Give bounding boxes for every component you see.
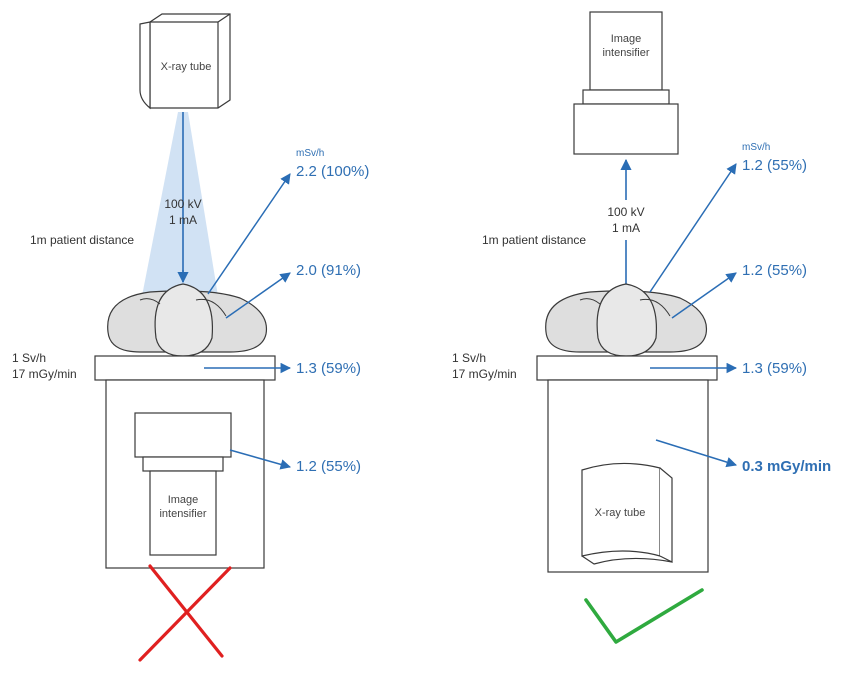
right-dose-sv: 1 Sv/h [452,351,486,365]
right-tube-label: X-ray tube [595,507,646,519]
left-image-intensifier: Image intensifier [134,412,232,556]
left-reading-1: 2.2 (100%) [296,163,369,180]
left-patient-distance-label: 1m patient distance [30,233,134,247]
right-reading-2: 1.2 (55%) [742,262,807,279]
right-xray-tube: X-ray tube [581,462,673,565]
left-dose-sv: 1 Sv/h [12,351,46,365]
left-scatter-arrow-2 [225,272,291,319]
right-intensifier-label-line2: intensifier [602,47,649,59]
right-ma-label: 1 mA [612,221,640,235]
left-dose-mgy: 17 mGy/min [12,367,77,381]
right-scatter-arrow-4 [655,439,738,468]
left-tube-label: X-ray tube [161,61,212,73]
left-kv-label: 100 kV [164,197,201,211]
left-patient [107,283,268,357]
left-scatter-arrow-4 [229,449,292,470]
right-image-intensifier: Image intensifier [573,11,679,155]
right-panel: Image intensifier 100 kV 1 mA 1m patient… [452,11,831,644]
left-intensifier-label-line2: intensifier [159,508,206,520]
left-xray-tube: X-ray tube [139,13,231,110]
right-unit-label: mSv/h [742,142,770,153]
left-scatter-arrow-1 [207,173,291,295]
left-xray-beam [142,112,218,296]
right-scatter-arrow-1 [649,163,737,293]
check-icon [584,588,704,644]
right-patient [545,283,708,357]
right-patient-distance-label: 1m patient distance [482,233,586,247]
left-intensifier-label-line1: Image [168,494,199,506]
right-intensifier-label-line1: Image [611,33,642,45]
right-reading-1: 1.2 (55%) [742,157,807,174]
left-panel: X-ray tube 100 kV 1 mA 1m patient distan… [12,13,369,662]
right-kv-label: 100 kV [607,205,644,219]
right-scatter-arrow-2 [671,272,737,319]
left-unit-label: mSv/h [296,148,324,159]
right-reading-4: 0.3 mGy/min [742,458,831,475]
right-reading-3: 1.3 (59%) [742,360,807,377]
right-dose-mgy: 17 mGy/min [452,367,517,381]
left-reading-3: 1.3 (59%) [296,360,361,377]
left-reading-2: 2.0 (91%) [296,262,361,279]
cross-icon [138,564,232,662]
left-reading-4: 1.2 (55%) [296,458,361,475]
left-ma-label: 1 mA [169,213,197,227]
